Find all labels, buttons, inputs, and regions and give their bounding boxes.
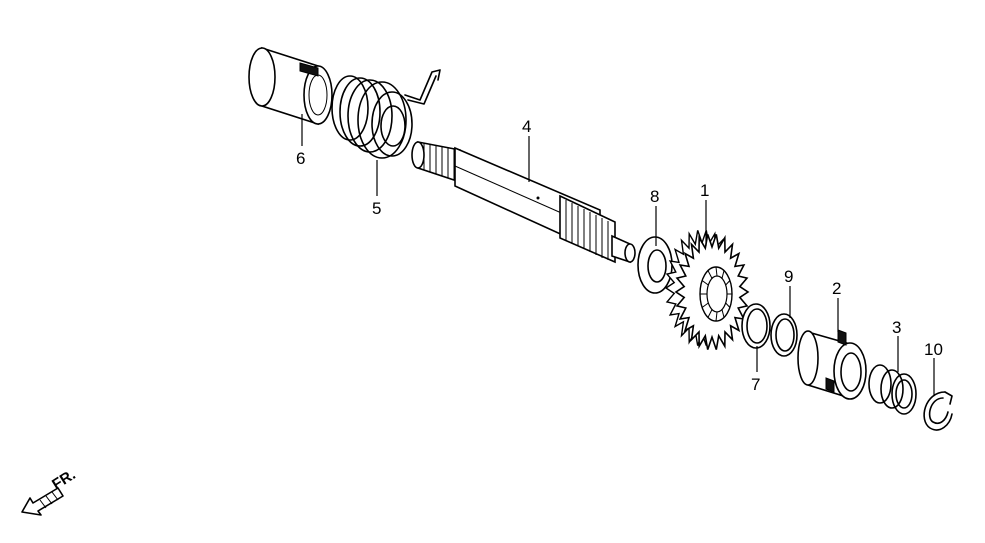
front-label: FR. [49, 466, 79, 493]
part-10-circlip [923, 391, 953, 431]
front-arrow-icon [21, 487, 64, 516]
part-3-spring-ring [868, 364, 917, 415]
part-7-ring [741, 303, 771, 349]
callout-9: 9 [784, 267, 793, 286]
callout-1: 1 [700, 181, 709, 200]
leader-lines [301, 114, 935, 396]
part-6-collar [248, 46, 333, 126]
part-5-spring [331, 69, 441, 159]
front-direction-indicator: FR. [21, 466, 79, 516]
part-8-washer [637, 236, 673, 294]
callout-7: 7 [751, 375, 760, 394]
callout-6: 6 [296, 149, 305, 168]
callout-4: 4 [522, 117, 531, 136]
callout-3: 3 [892, 318, 901, 337]
callout-5: 5 [372, 199, 381, 218]
part-9-ring [770, 313, 798, 357]
callout-labels: 1 2 3 4 5 6 7 8 9 10 [296, 117, 943, 394]
callout-10: 10 [924, 340, 943, 359]
part-1-gear [664, 230, 750, 350]
callout-8: 8 [650, 187, 659, 206]
callout-2: 2 [832, 279, 841, 298]
part-2-sleeve [797, 329, 867, 400]
part-4-shaft [411, 141, 636, 264]
